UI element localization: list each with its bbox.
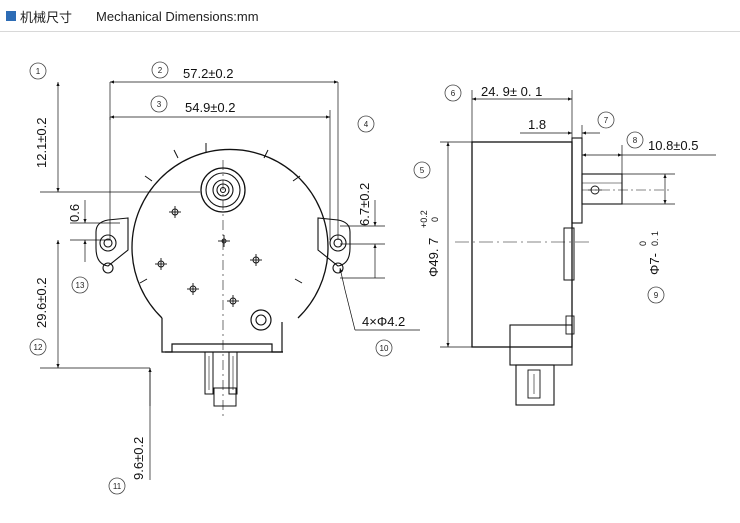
svg-text:13: 13 xyxy=(76,281,85,290)
svg-text:0. 1: 0. 1 xyxy=(650,231,660,246)
dim-1-8: 1.8 xyxy=(528,117,546,132)
callout-9: 9 xyxy=(647,286,665,304)
header-square-icon xyxy=(6,11,16,21)
svg-text:5: 5 xyxy=(420,166,425,175)
dim-0-6: 0.6 xyxy=(67,204,82,222)
header: 机械尺寸 Mechanical Dimensions:mm xyxy=(6,6,259,26)
svg-text:9: 9 xyxy=(654,291,659,300)
callout-7: 7 xyxy=(597,111,615,129)
callout-5: 5 xyxy=(413,161,431,179)
title-english: Mechanical Dimensions:mm xyxy=(96,8,259,24)
dim-6-7: 6.7±0.2 xyxy=(357,183,372,226)
callout-12: 12 xyxy=(29,338,47,356)
front-view xyxy=(40,82,385,420)
dim-9-6: 9.6±0.2 xyxy=(131,437,146,480)
header-rule xyxy=(0,31,740,32)
svg-text:8: 8 xyxy=(633,136,638,145)
svg-text:1: 1 xyxy=(36,67,41,76)
callout-2: 2 xyxy=(151,61,169,79)
svg-text:11: 11 xyxy=(113,482,122,491)
front-dimension-lines xyxy=(56,80,420,480)
dim-phi-7: Φ7- 0 0. 1 xyxy=(638,231,662,275)
svg-text:10: 10 xyxy=(380,344,389,353)
callout-4: 4 xyxy=(357,115,375,133)
svg-text:Φ7-: Φ7- xyxy=(647,253,662,275)
svg-text:0: 0 xyxy=(638,241,648,246)
side-dimension-lines xyxy=(440,90,716,348)
svg-text:Φ49. 7: Φ49. 7 xyxy=(426,238,441,277)
callout-1: 1 xyxy=(29,62,47,80)
dim-29-6: 29.6±0.2 xyxy=(34,277,49,328)
callout-13: 13 xyxy=(71,276,89,294)
dim-4-holes: 4×Φ4.2 xyxy=(362,314,405,329)
svg-text:+0.2: +0.2 xyxy=(419,210,429,228)
svg-text:4: 4 xyxy=(364,120,369,129)
dim-24-9: 24. 9± 0. 1 xyxy=(481,84,542,99)
dim-12-1: 12.1±0.2 xyxy=(34,117,49,168)
svg-text:7: 7 xyxy=(604,116,609,125)
svg-text:3: 3 xyxy=(157,100,162,109)
callout-6: 6 xyxy=(444,84,462,102)
svg-text:2: 2 xyxy=(158,66,163,75)
callout-3: 3 xyxy=(150,95,168,113)
title-chinese: 机械尺寸 xyxy=(20,9,73,25)
svg-text:0: 0 xyxy=(430,217,440,222)
dim-57-2: 57.2±0.2 xyxy=(183,66,234,81)
dim-phi-49-7: Φ49. 7 +0.2 0 xyxy=(419,210,441,277)
svg-text:6: 6 xyxy=(451,89,456,98)
dim-10-8: 10.8±0.5 xyxy=(648,138,699,153)
callout-10: 10 xyxy=(375,339,393,357)
callout-11: 11 xyxy=(108,477,126,495)
side-view xyxy=(455,137,670,406)
dim-54-9: 54.9±0.2 xyxy=(185,100,236,115)
svg-text:12: 12 xyxy=(34,343,43,352)
callout-8: 8 xyxy=(626,131,644,149)
